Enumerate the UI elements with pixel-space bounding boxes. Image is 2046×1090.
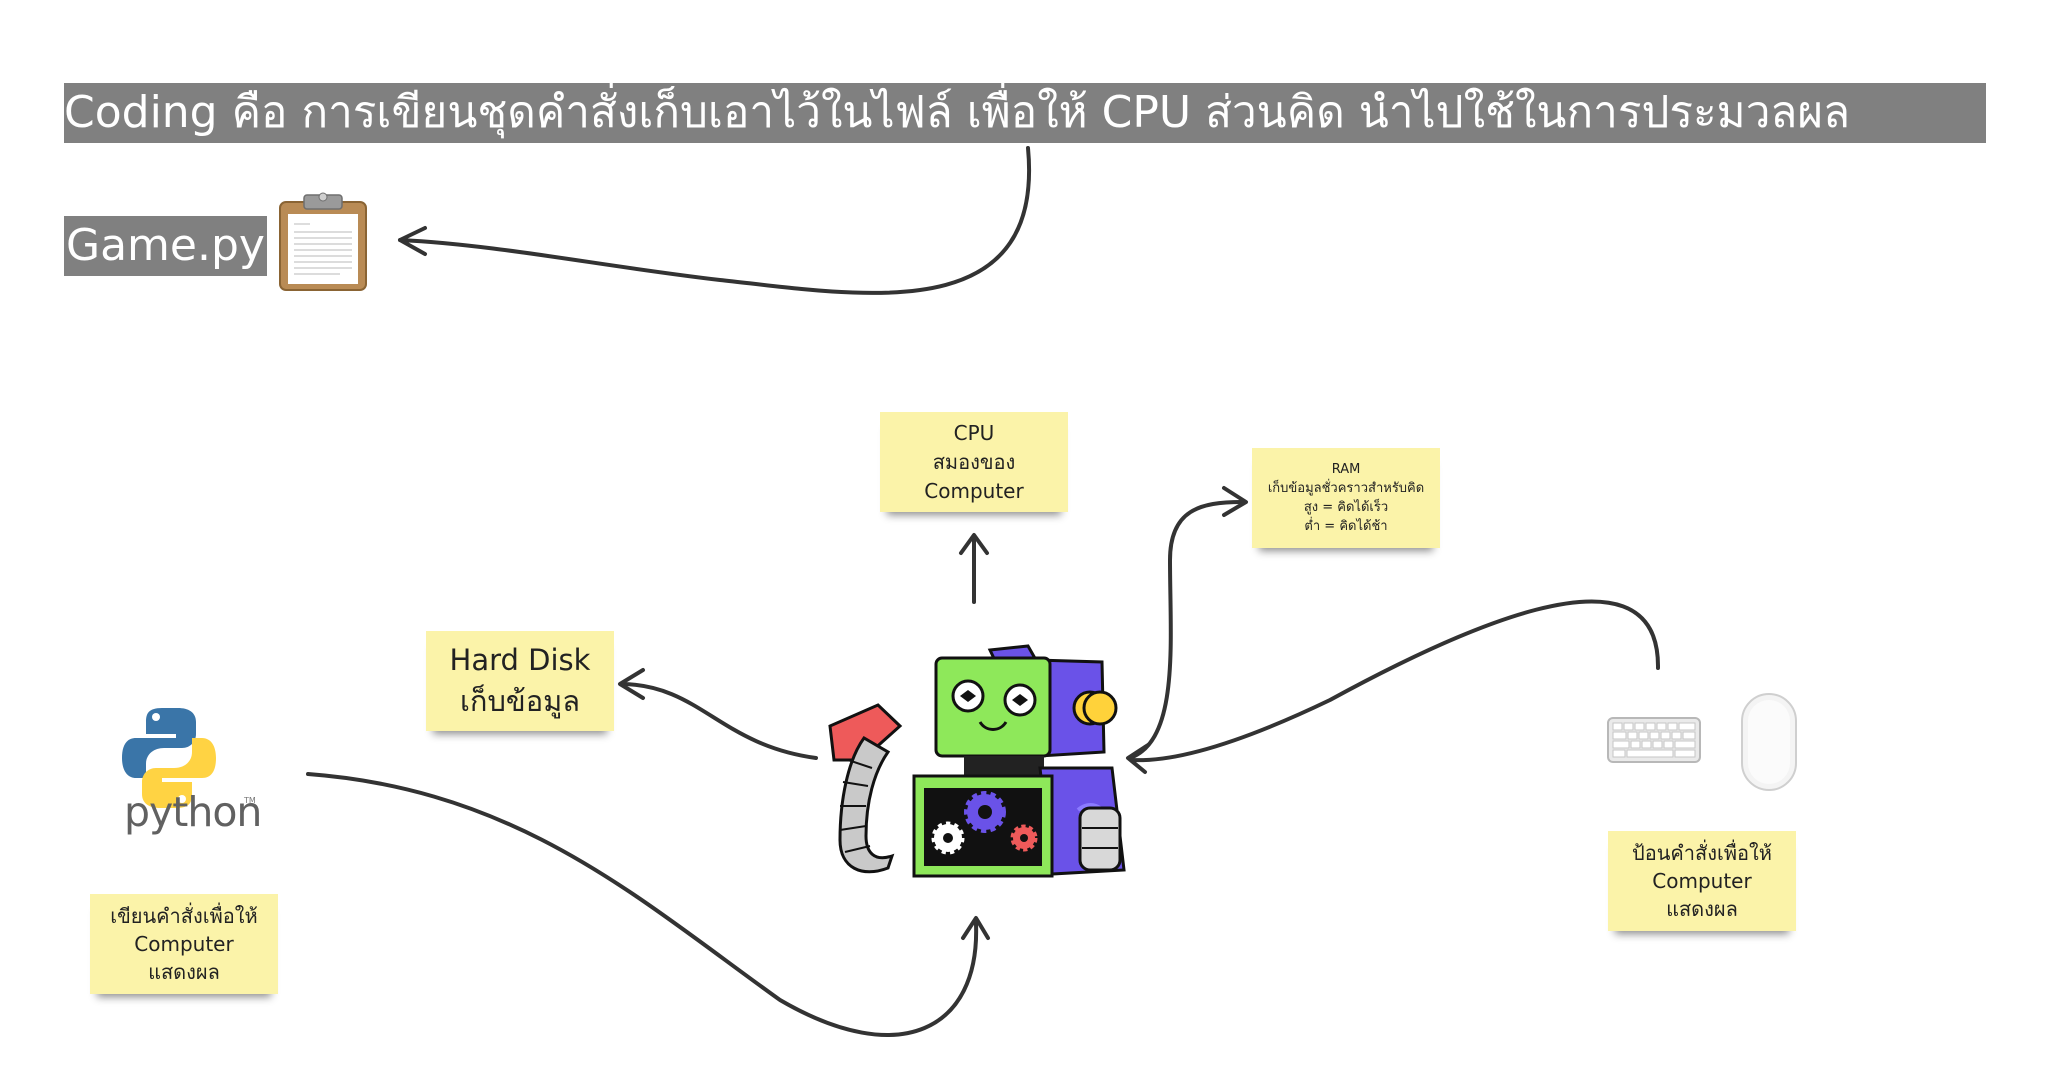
note-line: เก็บข้อมูลชั่วคราวสำหรับคิด [1267, 481, 1425, 496]
arrow-robot-to-harddisk [618, 668, 818, 760]
arrow-robot-to-cpu [959, 533, 989, 604]
sticky-note-cpu: CPU สมองของ Computer [880, 412, 1068, 512]
note-line: สมองของ [932, 449, 1016, 474]
note-line: Computer [1652, 869, 1752, 893]
note-line: Computer [924, 478, 1024, 503]
sticky-note-ram: RAM เก็บข้อมูลชั่วคราวสำหรับคิด สูง = คิ… [1252, 448, 1440, 548]
note-line: Hard Disk [449, 643, 591, 677]
clipboard-icon [279, 192, 367, 291]
note-line: ต่ำ = คิดได้ช้า [1304, 519, 1388, 534]
python-logo-word: python [124, 788, 262, 836]
note-line: CPU [953, 420, 995, 445]
python-logo-trademark: TM [244, 796, 256, 805]
arrow-banner-to-file [398, 146, 1032, 295]
definition-banner: Coding คือ การเขียนชุดคำสั่งเก็บเอาไว้ใน… [64, 83, 1986, 143]
arrow-robot-to-ram [1126, 486, 1248, 774]
note-line: แสดงผล [1666, 897, 1738, 921]
note-line: เขียนคำสั่งเพื่อให้ [110, 904, 258, 928]
robot-computer-icon [828, 644, 1126, 878]
sticky-note-write-commands: เขียนคำสั่งเพื่อให้ Computer แสดงผล [90, 894, 278, 994]
arrow-python-to-robot [306, 772, 990, 1037]
note-line: RAM [1331, 462, 1361, 477]
note-line: Computer [134, 932, 234, 956]
sticky-note-hard-disk: Hard Disk เก็บข้อมูล [426, 631, 614, 731]
arrow-input-to-robot [1130, 599, 1661, 763]
mouse-icon [1741, 693, 1797, 791]
note-line: สูง = คิดได้เร็ว [1303, 500, 1389, 515]
keyboard-icon [1607, 717, 1701, 763]
file-name-label: Game.py [64, 216, 267, 276]
sticky-note-input-commands: ป้อนคำสั่งเพื่อให้ Computer แสดงผล [1608, 831, 1796, 931]
note-line: แสดงผล [148, 960, 220, 984]
note-line: เก็บข้อมูล [459, 684, 580, 718]
note-line: ป้อนคำสั่งเพื่อให้ [1632, 841, 1772, 865]
